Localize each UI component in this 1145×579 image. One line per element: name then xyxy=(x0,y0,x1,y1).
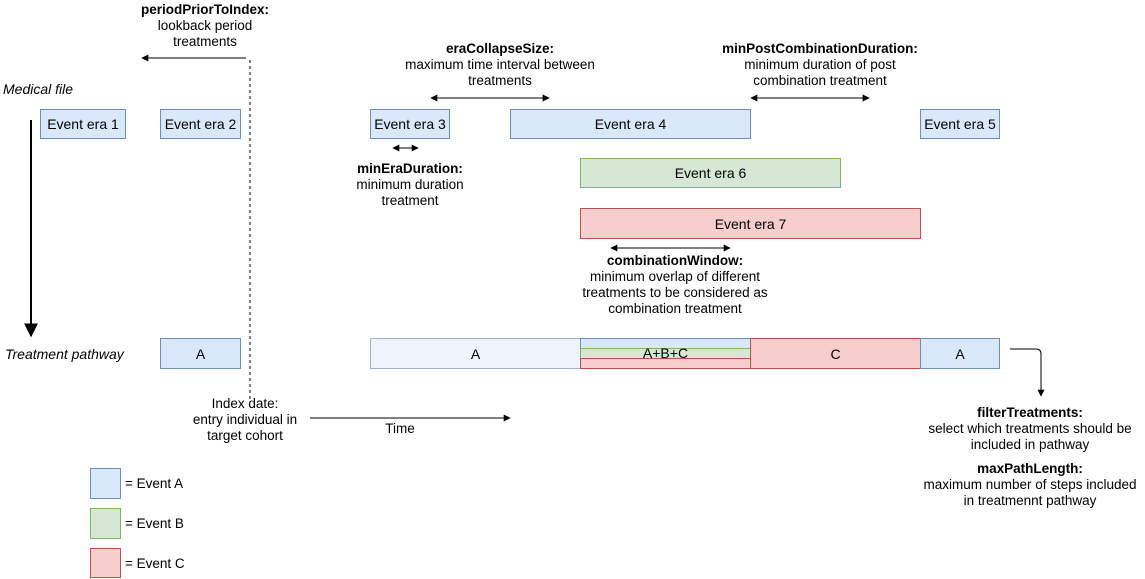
legend-swatch-event-a xyxy=(90,468,121,499)
event-era-5: Event era 5 xyxy=(920,109,1000,139)
legend-swatch-event-c xyxy=(90,548,121,578)
combination-window-title: combinationWindow: xyxy=(606,253,744,268)
pathway-step-abc: A+B+C xyxy=(580,338,751,369)
min-post-combination-annotation: minPostCombinationDuration: minimum dura… xyxy=(705,41,935,89)
min-post-combination-desc-1: minimum duration of post xyxy=(744,57,896,72)
legend-label-event-a: = Event A xyxy=(125,476,184,491)
event-era-7: Event era 7 xyxy=(580,208,921,239)
period-prior-to-index-title: periodPriorToIndex: xyxy=(140,2,269,17)
pathway-step-c: C xyxy=(750,338,921,369)
index-date-desc-1: Index date: xyxy=(211,396,279,411)
pathway-step-a-1: A xyxy=(160,338,241,369)
legend-label-event-b: = Event B xyxy=(125,516,184,531)
event-era-3: Event era 3 xyxy=(370,109,450,139)
combination-window-desc-1: minimum overlap of different xyxy=(589,269,761,284)
max-path-length-desc-2: in treatmennt pathway xyxy=(963,493,1097,508)
combination-window-desc-2: treatments to be considered as xyxy=(582,285,768,300)
min-post-combination-desc-2: combination treatment xyxy=(753,73,887,88)
max-path-length-desc-1: maximum number of steps included xyxy=(923,477,1137,492)
medical-file-label: Medical file xyxy=(3,81,74,97)
min-era-duration-annotation: minEraDuration: minimum duration treatme… xyxy=(330,161,490,209)
era-collapse-size-desc-2: treatments xyxy=(468,73,532,88)
event-era-2: Event era 2 xyxy=(160,109,241,139)
treatment-pathway-label: Treatment pathway xyxy=(5,346,124,362)
event-era-6: Event era 6 xyxy=(580,158,841,188)
max-path-length-annotation: maxPathLength: maximum number of steps i… xyxy=(915,461,1145,509)
min-era-duration-desc-2: treatment xyxy=(381,193,439,208)
min-era-duration-desc-1: minimum duration xyxy=(356,177,464,192)
min-era-duration-title: minEraDuration: xyxy=(357,161,463,176)
filter-treatments-title: filterTreatments: xyxy=(977,405,1083,420)
index-date-annotation: Index date: entry individual in target c… xyxy=(175,396,315,444)
period-prior-to-index-annotation: periodPriorToIndex: lookback period trea… xyxy=(120,2,290,50)
period-prior-to-index-desc-1: lookback period xyxy=(157,18,253,33)
filter-treatments-desc-1: select which treatments should be xyxy=(928,421,1132,436)
index-date-desc-2: entry individual in xyxy=(192,412,298,427)
max-path-length-title: maxPathLength: xyxy=(977,461,1083,476)
combination-window-desc-3: combination treatment xyxy=(608,301,742,316)
period-prior-to-index-desc-2: treatments xyxy=(173,34,237,49)
combination-window-annotation: combinationWindow: minimum overlap of di… xyxy=(560,253,790,317)
event-era-4: Event era 4 xyxy=(510,109,751,139)
min-post-combination-title: minPostCombinationDuration: xyxy=(722,41,918,56)
filter-treatments-desc-2: included in pathway xyxy=(970,437,1090,452)
event-era-1: Event era 1 xyxy=(40,109,126,139)
era-collapse-size-desc-1: maximum time interval between xyxy=(405,57,595,72)
era-collapse-size-annotation: eraCollapseSize: maximum time interval b… xyxy=(390,41,610,89)
legend-label-event-c: = Event C xyxy=(125,556,185,571)
pathway-step-abc-label: A+B+C xyxy=(642,345,689,361)
filter-treatments-annotation: filterTreatments: select which treatment… xyxy=(915,405,1145,453)
filter-arrow xyxy=(1010,348,1045,397)
legend-swatch-event-b xyxy=(90,508,121,539)
era-collapse-size-title: eraCollapseSize: xyxy=(445,41,555,56)
time-label: Time xyxy=(385,421,415,436)
pathway-step-a-2: A xyxy=(370,338,581,369)
index-date-desc-3: target cohort xyxy=(207,428,283,443)
pathway-step-a-3: A xyxy=(920,338,1000,369)
